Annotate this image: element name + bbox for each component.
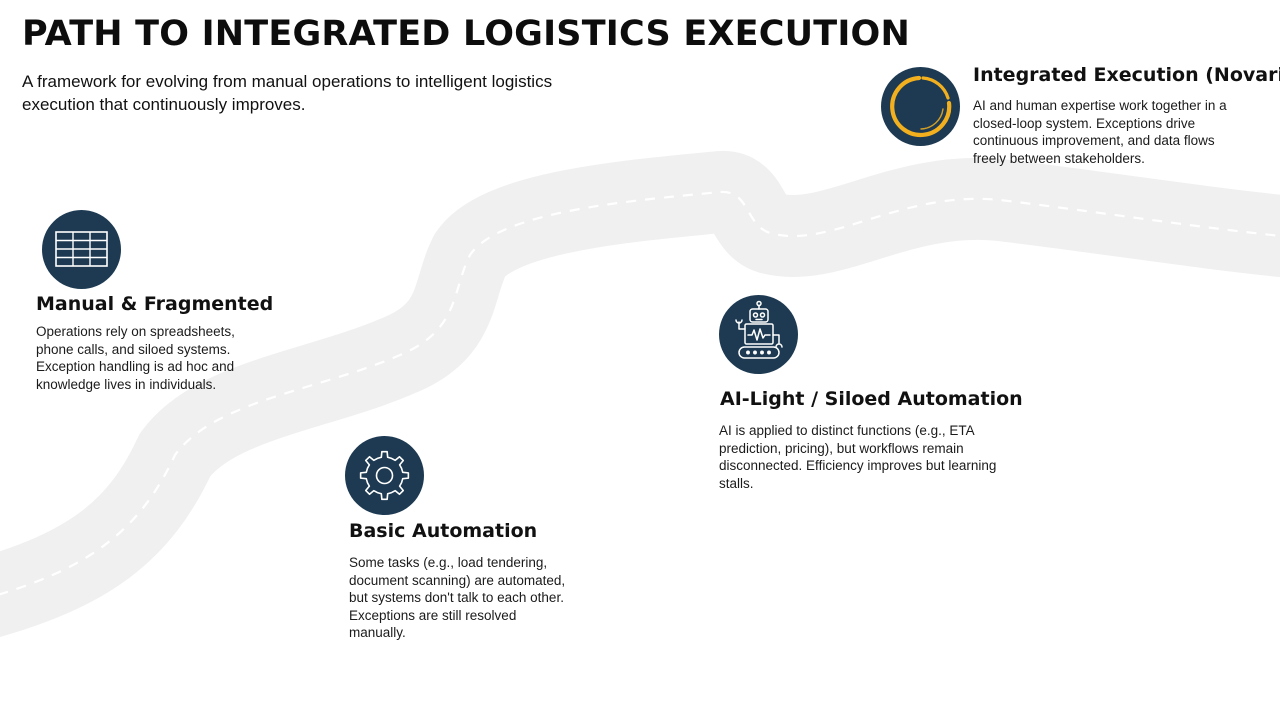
gear-icon	[345, 436, 424, 515]
spreadsheet-grid-icon	[42, 210, 121, 289]
stage-title-manual: Manual & Fragmented	[36, 293, 274, 315]
page-title: PATH TO INTEGRATED LOGISTICS EXECUTION	[22, 14, 910, 54]
closed-loop-ring-icon	[881, 67, 960, 146]
stage-description-ai-light: AI is applied to distinct functions (e.g…	[719, 423, 997, 491]
stage-title-basic-automation: Basic Automation	[349, 520, 538, 542]
stage-description-integrated-execution: AI and human expertise work together in …	[973, 98, 1227, 166]
stage-title-integrated-execution: Integrated Execution (Novari)	[973, 64, 1280, 86]
stage-description-manual: Operations rely on spreadsheets, phone c…	[36, 324, 235, 392]
stage-description-basic-automation: Some tasks (e.g., load tendering, docume…	[349, 555, 566, 640]
page-subtitle: A framework for evolving from manual ope…	[22, 72, 553, 114]
robot-icon	[719, 295, 798, 374]
stage-title-ai-light: AI-Light / Siloed Automation	[720, 388, 1023, 410]
